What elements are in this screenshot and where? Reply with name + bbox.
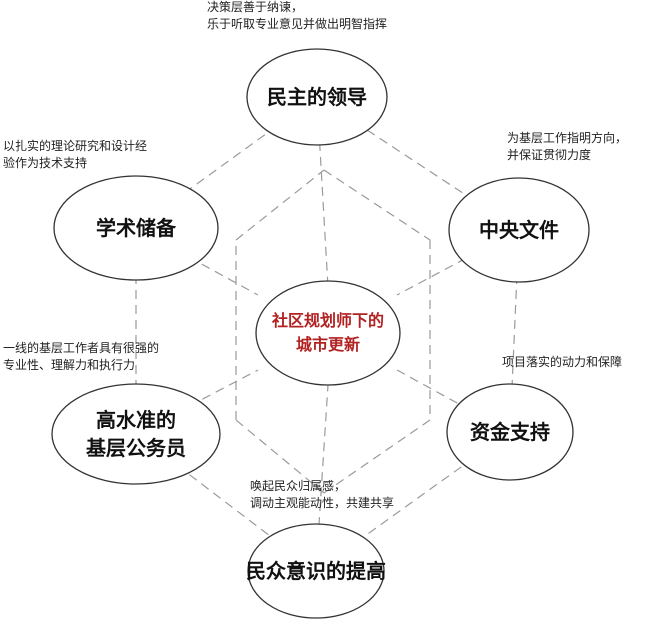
note-top-left: 以扎实的理论研究和设计经 验作为技术支持: [3, 138, 147, 172]
note-bottom-right: 项目落实的动力和保障: [502, 354, 622, 371]
note-bottom-line2: 调动主观能动性，共建共享: [250, 496, 395, 510]
node-ellipse-top-right: [448, 177, 590, 283]
node-ellipse-bottom: [247, 523, 385, 619]
node-ellipse-bottom-right: [446, 383, 574, 481]
node-bottom-left-line2: 基层公务员: [86, 436, 186, 460]
node-bottom-right-label: 资金支持: [470, 420, 550, 444]
node-bottom-left-line1: 高水准的: [96, 408, 176, 432]
node-bottom-left-label: 高水准的 基层公务员: [56, 406, 216, 462]
note-bottom-left-line1: 一线的基层工作者具有很强的: [3, 341, 160, 355]
inner-hex-edge: [323, 419, 431, 494]
node-top-right-label: 中央文件: [479, 218, 559, 242]
center-label: 社区规划师下的 城市更新: [258, 309, 398, 357]
note-top-right: 为基层工作指明方向， 并保证贯彻力度: [507, 130, 627, 164]
note-top-line2: 乐于听取专业意见并做出明智指挥: [207, 17, 388, 31]
note-top-right-line2: 并保证贯彻力度: [507, 148, 592, 162]
note-bottom-left-line2: 专业性、理解力和执行力: [3, 358, 136, 372]
note-top-line1: 决策层善于纳谏，: [207, 0, 304, 14]
note-top-right-line1: 为基层工作指明方向，: [507, 131, 628, 145]
node-ellipse-top-left: [53, 175, 219, 281]
note-bottom: 唤起民众归属感， 调动主观能动性，共建共享: [250, 478, 394, 512]
note-top: 决策层善于纳谏， 乐于听取专业意见并做出明智指挥: [207, 0, 387, 33]
node-bottom-label: 民众意识的提高: [246, 559, 386, 583]
node-ellipse-center: [255, 280, 401, 386]
inner-hex-edge: [235, 169, 325, 241]
node-top-label: 民主的领导: [267, 85, 367, 109]
note-top-left-line2: 验作为技术支持: [3, 156, 88, 170]
inner-hex-edge: [323, 169, 431, 241]
node-ellipse-top: [246, 48, 388, 146]
note-bottom-left: 一线的基层工作者具有很强的 专业性、理解力和执行力: [3, 340, 159, 374]
node-ellipse-bottom-left: [51, 383, 221, 485]
note-bottom-right-line1: 项目落实的动力和保障: [502, 355, 623, 369]
inner-hex-edge: [235, 419, 325, 494]
center-label-line2: 城市更新: [295, 335, 360, 354]
note-top-left-line1: 以扎实的理论研究和设计经: [3, 139, 148, 153]
center-label-line1: 社区规划师下的: [271, 311, 384, 330]
node-top-left-label: 学术储备: [96, 216, 176, 240]
note-bottom-line1: 唤起民众归属感，: [250, 479, 347, 493]
